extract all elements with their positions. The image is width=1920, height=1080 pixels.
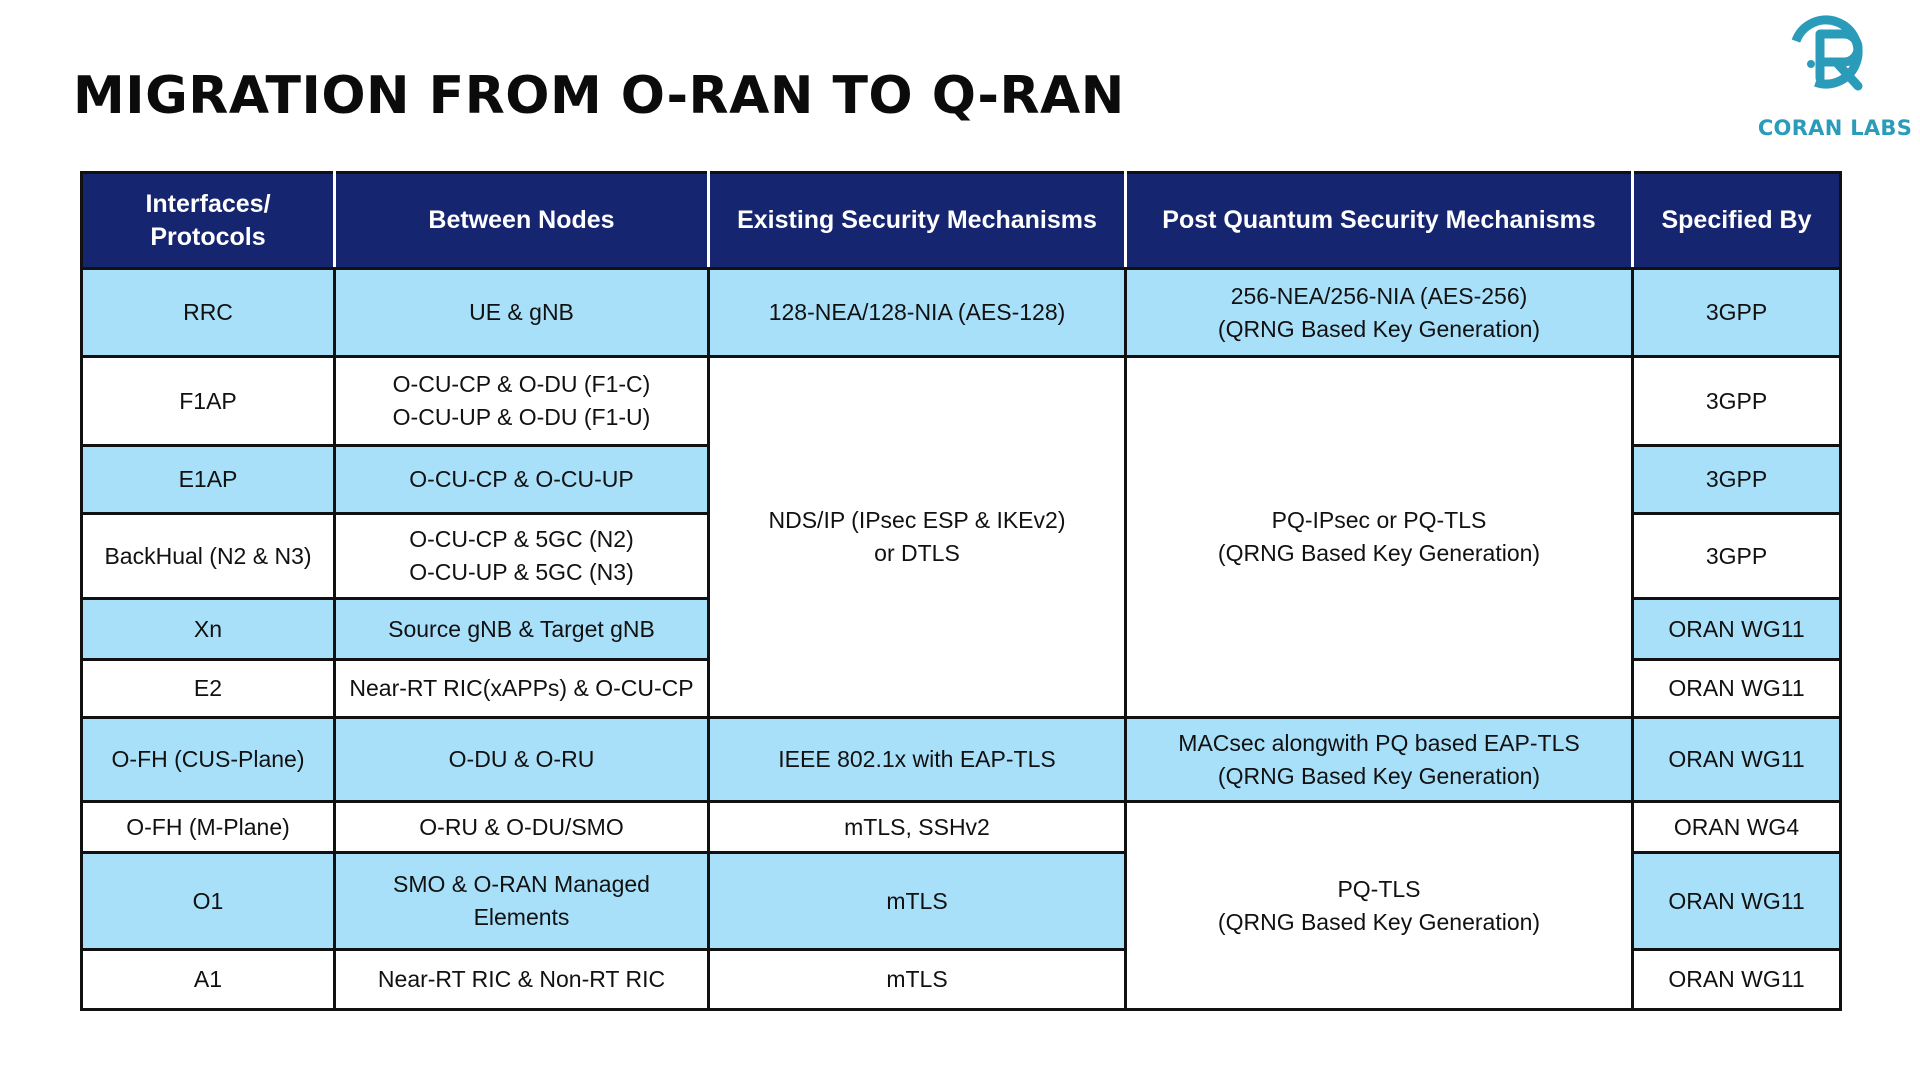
nodes-line: SMO & O-RAN Managed xyxy=(393,871,650,897)
protocol-cell: F1AP xyxy=(80,355,336,447)
protocol-cell: O1 xyxy=(80,851,336,951)
pq-line: (QRNG Based Key Generation) xyxy=(1217,762,1541,789)
table-row: A1 Near-RT RIC & Non-RT RIC mTLS ORAN WG… xyxy=(80,948,1842,1011)
pq-line: (QRNG Based Key Generation) xyxy=(1217,908,1541,935)
logo-text: CORAN LABS xyxy=(1757,116,1913,140)
pq-line: MACsec alongwith PQ based EAP-TLS xyxy=(1178,729,1580,756)
specified-by-cell: ORAN WG11 xyxy=(1631,597,1842,661)
protocol-cell: O-FH (CUS-Plane) xyxy=(80,716,336,803)
nodes-line: O-CU-UP & 5GC (N3) xyxy=(409,559,634,585)
table-row: F1AP O-CU-CP & O-DU (F1-C) O-CU-UP & O-D… xyxy=(80,355,1842,719)
specified-by-cell: 3GPP xyxy=(1631,512,1842,600)
specified-by-cell: ORAN WG11 xyxy=(1631,851,1842,951)
table-row: O1 SMO & O-RAN Managed Elements mTLS ORA… xyxy=(80,851,1842,951)
protocol-cell: O-FH (M-Plane) xyxy=(80,800,336,854)
existing-security-cell: mTLS xyxy=(707,948,1127,1011)
nodes-cell: UE & gNB xyxy=(333,267,710,358)
header-interfaces-line-1: Interfaces/ xyxy=(145,189,271,218)
specified-by-cell: ORAN WG11 xyxy=(1631,658,1842,719)
existing-security-cell: mTLS, SSHv2 xyxy=(707,800,1127,854)
header-interfaces: Interfaces/ Protocols xyxy=(80,171,336,270)
specified-by-cell: 3GPP xyxy=(1631,355,1842,447)
nodes-cell: Near-RT RIC(xAPPs) & O-CU-CP xyxy=(333,658,710,719)
nodes-line: O-CU-CP & 5GC (N2) xyxy=(409,526,634,552)
nodes-cell: SMO & O-RAN Managed Elements xyxy=(333,851,710,951)
protocol-cell: BackHual (N2 & N3) xyxy=(80,512,336,600)
table-row: O-FH (M-Plane) O-RU & O-DU/SMO mTLS, SSH… xyxy=(80,800,1842,1011)
protocol-cell: RRC xyxy=(80,267,336,358)
nodes-cell: Near-RT RIC & Non-RT RIC xyxy=(333,948,710,1011)
header-existing-security: Existing Security Mechanisms xyxy=(707,171,1127,270)
specified-by-cell: 3GPP xyxy=(1631,444,1842,515)
nodes-cell: Source gNB & Target gNB xyxy=(333,597,710,661)
pq-security-cell: PQ-IPsec or PQ-TLS (QRNG Based Key Gener… xyxy=(1124,355,1634,719)
table-row: Xn Source gNB & Target gNB ORAN WG11 xyxy=(80,597,1842,661)
pq-line: 256-NEA/256-NIA (AES-256) xyxy=(1230,282,1528,309)
existing-line: NDS/IP (IPsec ESP & IKEv2) xyxy=(768,507,1066,533)
pq-line: (QRNG Based Key Generation) xyxy=(1217,540,1541,566)
coran-logo-icon xyxy=(1789,15,1863,91)
pq-line: PQ-TLS xyxy=(1337,875,1421,902)
header-interfaces-line-2: Protocols xyxy=(150,222,266,251)
existing-security-cell: 128-NEA/128-NIA (AES-128) xyxy=(707,267,1127,358)
nodes-cell: O-CU-CP & O-CU-UP xyxy=(333,444,710,515)
nodes-line: O-CU-UP & O-DU (F1-U) xyxy=(392,404,651,430)
nodes-cell: O-RU & O-DU/SMO xyxy=(333,800,710,854)
existing-line: or DTLS xyxy=(874,540,960,566)
existing-security-cell: mTLS xyxy=(707,851,1127,951)
protocol-cell: Xn xyxy=(80,597,336,661)
header-row: Interfaces/ Protocols Between Nodes Exis… xyxy=(80,171,1842,270)
specified-by-cell: ORAN WG11 xyxy=(1631,716,1842,803)
protocol-cell: E1AP xyxy=(80,444,336,515)
coran-labs-logo: CORAN LABS xyxy=(1748,12,1920,140)
header-specified-by: Specified By xyxy=(1631,171,1842,270)
specified-by-cell: ORAN WG4 xyxy=(1631,800,1842,854)
existing-security-cell: IEEE 802.1x with EAP-TLS xyxy=(707,716,1127,803)
table-row: BackHual (N2 & N3) O-CU-CP & 5GC (N2) O-… xyxy=(80,512,1842,600)
pq-security-cell: 256-NEA/256-NIA (AES-256) (QRNG Based Ke… xyxy=(1124,267,1634,358)
nodes-cell: O-CU-CP & O-DU (F1-C) O-CU-UP & O-DU (F1… xyxy=(333,355,710,447)
nodes-cell: O-CU-CP & 5GC (N2) O-CU-UP & 5GC (N3) xyxy=(333,512,710,600)
pq-security-cell: MACsec alongwith PQ based EAP-TLS (QRNG … xyxy=(1124,716,1634,803)
pq-security-cell: PQ-TLS (QRNG Based Key Generation) xyxy=(1124,800,1634,1011)
table-row: O-FH (CUS-Plane) O-DU & O-RU IEEE 802.1x… xyxy=(80,716,1842,803)
specified-by-cell: 3GPP xyxy=(1631,267,1842,358)
page-title: MIGRATION FROM O-RAN TO Q-RAN xyxy=(73,66,1125,126)
table-row: E2 Near-RT RIC(xAPPs) & O-CU-CP ORAN WG1… xyxy=(80,658,1842,719)
protocol-cell: A1 xyxy=(80,948,336,1011)
header-pq-security: Post Quantum Security Mechanisms xyxy=(1124,171,1634,270)
existing-security-cell: NDS/IP (IPsec ESP & IKEv2) or DTLS xyxy=(707,355,1127,719)
migration-table: Interfaces/ Protocols Between Nodes Exis… xyxy=(80,171,1842,1011)
table-row: RRC UE & gNB 128-NEA/128-NIA (AES-128) 2… xyxy=(80,267,1842,358)
pq-line: PQ-IPsec or PQ-TLS xyxy=(1271,507,1487,533)
pq-line: (QRNG Based Key Generation) xyxy=(1217,315,1541,342)
table-row: E1AP O-CU-CP & O-CU-UP 3GPP xyxy=(80,444,1842,515)
nodes-line: O-CU-CP & O-DU (F1-C) xyxy=(392,371,651,397)
protocol-cell: E2 xyxy=(80,658,336,719)
nodes-cell: O-DU & O-RU xyxy=(333,716,710,803)
specified-by-cell: ORAN WG11 xyxy=(1631,948,1842,1011)
nodes-line: Elements xyxy=(473,904,570,930)
header-between-nodes: Between Nodes xyxy=(333,171,710,270)
